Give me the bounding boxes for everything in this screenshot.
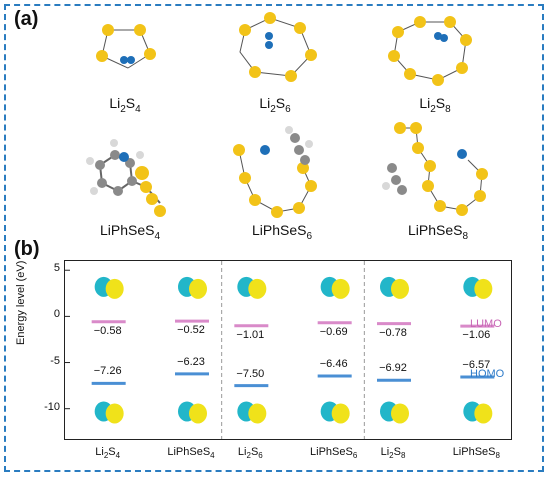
legend-homo: HOMO	[470, 368, 505, 380]
lumo-orbital-isosurface	[94, 276, 124, 299]
lumo-orbital-isosurface	[237, 276, 267, 299]
y-tick-label: 5	[53, 262, 60, 275]
lumo-value-label: −1.06	[462, 329, 491, 342]
figure-frame	[4, 4, 544, 472]
x-category-label: Li2S8	[380, 446, 406, 461]
y-axis-label: Energy level (eV)	[15, 260, 27, 345]
lumo-value-label: −0.78	[379, 326, 407, 339]
liphses4-structure	[86, 139, 166, 217]
homo-value-label: −6.23	[177, 355, 205, 368]
energy-level-plot	[64, 260, 512, 441]
homo-value-label: −7.50	[236, 367, 265, 380]
lumo-orbital-isosurface	[463, 276, 493, 299]
legend-lumo: LUMO	[470, 318, 502, 330]
li2s6-structure	[239, 12, 317, 82]
homo-orbital-isosurface	[463, 401, 493, 424]
y-tick-label: -5	[50, 354, 60, 367]
structure-label-liphses8: LiPhSeS8	[407, 222, 469, 242]
energy-level-svg	[65, 261, 495, 441]
x-category-label: Li2S6	[237, 446, 263, 461]
homo-value-label: −6.92	[379, 362, 407, 375]
homo-orbital-isosurface	[237, 401, 267, 424]
lumo-value-label: −0.52	[177, 324, 205, 337]
structure-label-liphses4: LiPhSeS4	[99, 222, 161, 242]
x-category-label: LiPhSeS8	[452, 446, 500, 461]
panel-b-label: (b)	[14, 238, 40, 260]
y-tick-label: -10	[44, 400, 60, 413]
li2s4-structure	[96, 24, 156, 69]
structure-label-li2s8: Li2S8	[419, 95, 451, 115]
lumo-orbital-isosurface	[178, 276, 207, 299]
structure-label-li2s6: Li2S6	[259, 95, 291, 115]
homo-orbital-isosurface	[380, 401, 409, 424]
lumo-value-label: −1.01	[236, 328, 265, 341]
homo-value-label: −6.46	[319, 358, 348, 370]
li2s8-structure	[388, 16, 472, 86]
lumo-orbital-isosurface	[320, 276, 350, 299]
lumo-value-label: −0.69	[319, 325, 348, 338]
structure-label-li2s4: Li2S4	[109, 95, 141, 115]
liphses8-structure	[382, 122, 488, 216]
structure-label-liphses6: LiPhSeS6	[251, 222, 313, 242]
x-category-label: LiPhSeS4	[167, 446, 215, 461]
y-tick-label: 0	[53, 308, 60, 321]
lumo-orbital-isosurface	[380, 276, 409, 299]
homo-value-label: −7.26	[93, 365, 122, 378]
homo-orbital-isosurface	[178, 401, 207, 424]
x-category-label: Li2S4	[95, 446, 121, 461]
homo-orbital-isosurface	[94, 401, 124, 424]
panel-a-label: (a)	[14, 8, 39, 30]
lumo-value-label: −0.58	[93, 324, 122, 337]
homo-value-label: −6.57	[462, 359, 491, 372]
homo-orbital-isosurface	[320, 401, 350, 424]
liphses6-structure	[233, 126, 317, 218]
x-category-label: LiPhSeS6	[310, 446, 358, 461]
